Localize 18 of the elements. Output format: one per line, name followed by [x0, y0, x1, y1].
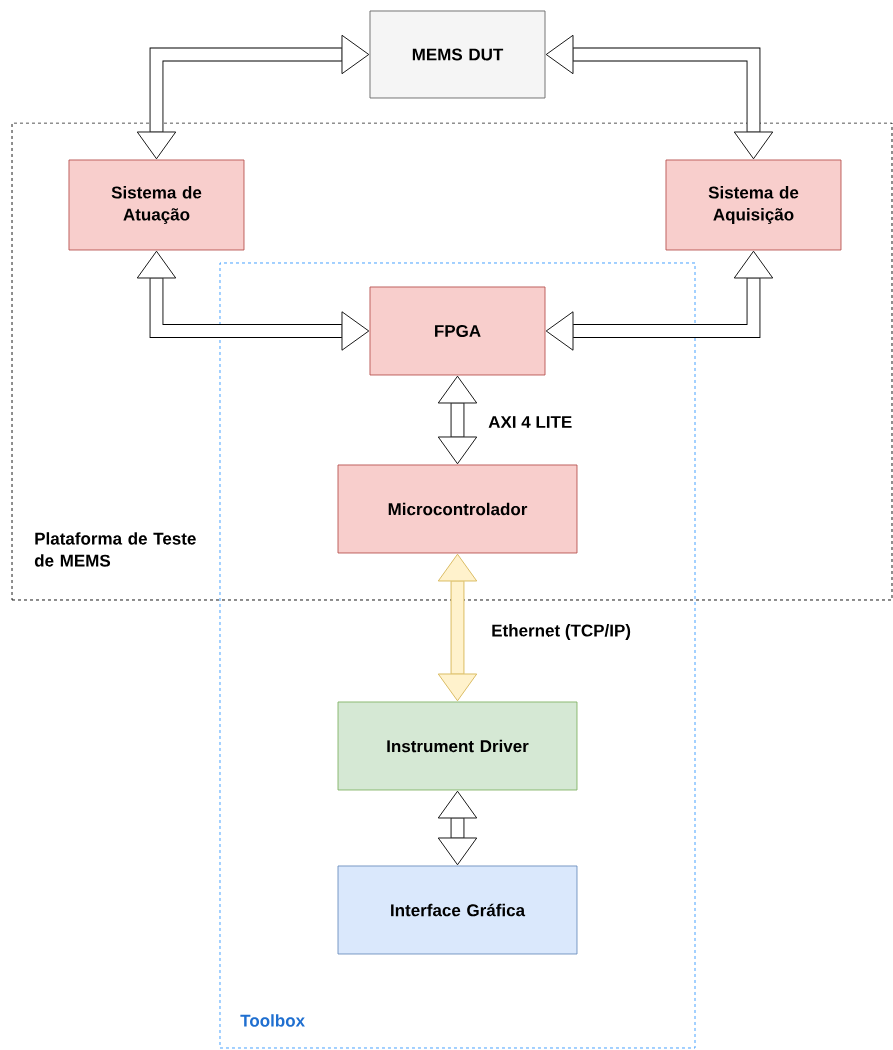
block-arrow — [545, 34, 774, 160]
block-arrow — [136, 250, 370, 351]
block-arrow — [437, 375, 478, 465]
process-box: Interface Gráfica — [337, 865, 578, 955]
process-box: MEMS DUT — [369, 10, 546, 99]
process-box: Sistema de Atuação — [68, 159, 245, 251]
frame-label: Toolbox — [240, 1014, 305, 1027]
block-arrow — [545, 250, 774, 351]
edge-label: AXI 4 LITE — [487, 415, 574, 429]
edge-label: Ethernet (TCP/IP) — [490, 623, 632, 641]
process-box: Sistema de Aquisição — [665, 159, 842, 251]
process-box: Instrument Driver — [337, 701, 578, 791]
process-box: Microcontrolador — [337, 464, 578, 554]
frame-label: Plataforma de Teste de MEMS — [34, 532, 196, 567]
block-arrow — [437, 790, 478, 866]
block-arrow — [136, 34, 370, 160]
block-arrow — [437, 553, 478, 702]
process-box: FPGA — [369, 286, 546, 376]
